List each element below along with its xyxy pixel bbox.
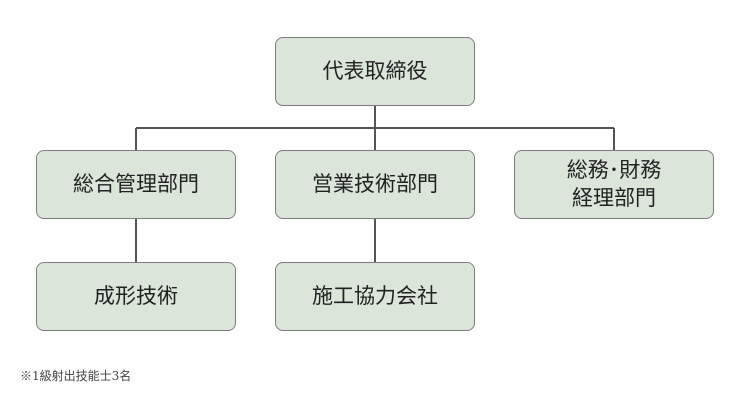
- department-label-line-2: 経理部門: [572, 185, 656, 210]
- sub-unit-label: 成形技術: [94, 283, 178, 308]
- sub-unit-label: 施工協力会社: [312, 283, 438, 308]
- department-label: 総合管理部門: [73, 171, 199, 196]
- department-label-line-1: 総務･財務: [566, 158, 662, 183]
- department-label: 営業技術部門: [312, 171, 438, 196]
- sub-unit-box-molding-technology: 成形技術: [36, 262, 236, 331]
- ceo-box: 代表取締役: [275, 37, 475, 106]
- sub-unit-box-construction-partners: 施工協力会社: [275, 262, 475, 331]
- footnote: ※1級射出技能士3名: [20, 369, 132, 383]
- department-box-general-affairs-finance: 総務･財務 経理部門: [514, 150, 714, 219]
- ceo-label: 代表取締役: [322, 58, 428, 83]
- department-box-general-management: 総合管理部門: [36, 150, 236, 219]
- department-box-sales-engineering: 営業技術部門: [275, 150, 475, 219]
